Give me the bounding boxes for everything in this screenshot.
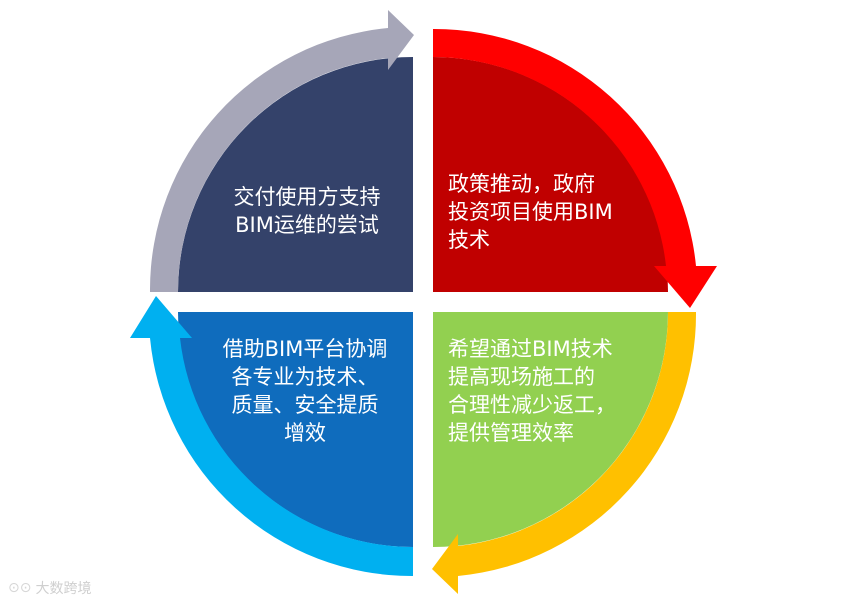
text-line: 希望通过BIM技术 (448, 337, 613, 361)
quadrant-bottom-left-text: 借助BIM平台协调 各专业为技术、 质量、安全提质 增效 (210, 335, 400, 447)
quadrant-top-left-text: 交付使用方支持 BIM运维的尝试 (212, 183, 402, 239)
quadrant-bottom-right-text: 希望通过BIM技术 提高现场施工的 合理性减少返工， 提供管理效率 (448, 335, 648, 447)
text-line: 提高现场施工的 (448, 365, 595, 389)
quadrant-top-right (433, 57, 668, 292)
text-line: 提供管理效率 (448, 421, 574, 445)
arrow-top-left (149, 10, 414, 292)
quadrant-bottom-right (433, 312, 668, 547)
arrow-bottom-left (130, 296, 413, 577)
text-line: 合理性减少返工， (448, 393, 616, 417)
watermark-text: 大数跨境 (35, 581, 92, 597)
text-line: BIM运维的尝试 (235, 213, 379, 237)
text-line: 政策推动，政府 (448, 172, 595, 196)
text-line: 增效 (284, 421, 326, 445)
quadrant-top-right-text: 政策推动，政府 投资项目使用BIM 技术 (448, 170, 648, 254)
text-line: 投资项目使用BIM (448, 200, 613, 224)
watermark: ⊙⊙ 大数跨境 (8, 578, 91, 598)
link-circles-icon: ⊙⊙ (8, 580, 32, 596)
arrow-bottom-right (432, 312, 697, 594)
quadrant-bottom-left (178, 312, 413, 547)
text-line: 交付使用方支持 (233, 185, 381, 209)
text-line: 质量、安全提质 (231, 393, 379, 417)
text-line: 借助BIM平台协调 (222, 337, 388, 361)
text-line: 技术 (448, 228, 490, 252)
arrow-top-right (433, 28, 717, 308)
text-line: 各专业为技术、 (231, 365, 379, 389)
quadrant-top-left (178, 57, 413, 292)
